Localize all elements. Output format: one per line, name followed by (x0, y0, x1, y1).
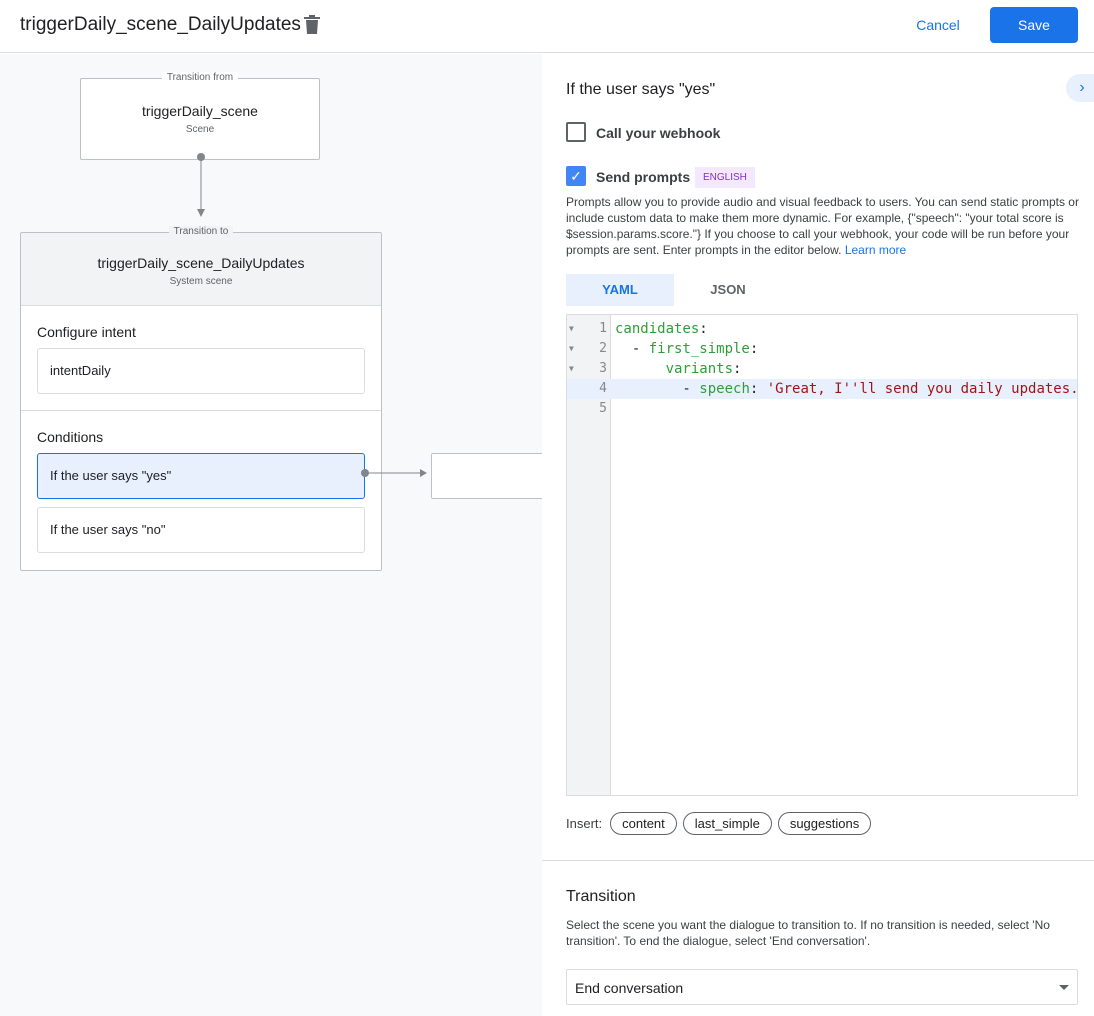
code-line: 4 - speech: 'Great, I''ll send you daily… (567, 379, 1079, 399)
delete-icon[interactable] (304, 15, 320, 34)
condition-connector (361, 469, 427, 477)
yaml-key: speech (699, 381, 750, 397)
webhook-label: Call your webhook (596, 125, 721, 141)
insert-chip-suggestions[interactable]: suggestions (777, 812, 872, 835)
header: triggerDaily_scene_DailyUpdates Cancel S… (0, 0, 1094, 53)
yaml-punct: : (699, 321, 708, 337)
panel-heading: If the user says "yes" (566, 81, 716, 98)
webhook-checkbox[interactable] (566, 122, 586, 142)
code-line: ▼ 2 - first_simple: (567, 339, 1077, 359)
cancel-button[interactable]: Cancel (904, 8, 972, 42)
connector-arrow (197, 153, 205, 217)
flow-canvas[interactable]: Transition from triggerDaily_scene Scene… (0, 54, 542, 1016)
fold-icon: ▼ (569, 344, 574, 353)
transition-select[interactable]: End conversation (566, 969, 1078, 1005)
line-number: 4 (599, 381, 607, 396)
condition-yes[interactable]: If the user says "yes" (37, 453, 365, 499)
prompts-description: Prompts allow you to provide audio and v… (566, 195, 1079, 257)
fold-icon: ▼ (569, 364, 574, 373)
tab-json[interactable]: JSON (710, 282, 746, 297)
code-line: ▼ 1 candidates: (567, 319, 1077, 339)
tab-yaml[interactable]: YAML (566, 274, 674, 306)
send-prompts-label: Send prompts (596, 169, 691, 185)
insert-label: Insert: (566, 816, 603, 831)
to-scene-type: System scene (169, 276, 233, 287)
send-prompts-checkbox[interactable]: ✓ (566, 166, 586, 186)
yaml-string: 'Great, I''ll send you daily updates. (766, 381, 1079, 397)
transition-description: Select the scene you want the dialogue t… (566, 918, 1050, 948)
indent (615, 361, 666, 377)
indent: - (615, 341, 649, 357)
condition-no[interactable]: If the user says "no" (37, 507, 365, 553)
to-scene-name: triggerDaily_scene_DailyUpdates (97, 255, 305, 271)
line-number: 3 (599, 361, 607, 376)
transition-from-node[interactable]: Transition from triggerDaily_scene Scene (80, 72, 320, 160)
condition-panel: › If the user says "yes" Call your webho… (542, 54, 1094, 1016)
transition-to-label: Transition to (168, 226, 234, 237)
page-title: triggerDaily_scene_DailyUpdates (20, 14, 301, 35)
from-scene-name: triggerDaily_scene (142, 103, 258, 119)
save-button[interactable]: Save (990, 7, 1078, 43)
line-number: 2 (599, 341, 607, 356)
configure-intent-heading: Configure intent (37, 324, 136, 340)
empty-target-node[interactable] (431, 453, 542, 499)
yaml-key: first_simple (648, 341, 750, 357)
yaml-key: candidates (615, 321, 700, 337)
yaml-key: variants (665, 361, 734, 377)
line-number: 5 (599, 401, 607, 416)
fold-icon: ▼ (569, 324, 574, 333)
divider (542, 860, 1094, 861)
intent-item[interactable]: intentDaily (37, 348, 365, 394)
indent: - (615, 381, 700, 397)
learn-more-link[interactable]: Learn more (844, 243, 907, 257)
code-line: 5 (567, 399, 1077, 419)
yaml-punct: : (749, 381, 767, 397)
transition-to-node: Transition to triggerDaily_scene_DailyUp… (20, 226, 382, 571)
collapse-panel-chevron-icon[interactable]: › (1066, 74, 1094, 102)
transition-heading: Transition (566, 888, 636, 905)
yaml-punct: : (733, 361, 742, 377)
yaml-punct: : (749, 341, 759, 357)
code-editor[interactable]: ▼ 1 candidates: ▼ 2 - first_simple: ▼ 3 varian… (566, 314, 1079, 796)
dropdown-arrow-icon (1059, 985, 1069, 995)
conditions-heading: Conditions (37, 429, 104, 445)
language-badge: ENGLISH (695, 167, 755, 188)
insert-chip-content[interactable]: content (610, 812, 677, 835)
insert-chip-last-simple[interactable]: last_simple (682, 812, 772, 835)
code-line: ▼ 3 variants: (567, 359, 1077, 379)
transition-select-value: End conversation (575, 980, 684, 996)
line-number: 1 (599, 321, 607, 336)
from-scene-type: Scene (185, 124, 215, 135)
transition-from-label: Transition from (161, 72, 239, 83)
